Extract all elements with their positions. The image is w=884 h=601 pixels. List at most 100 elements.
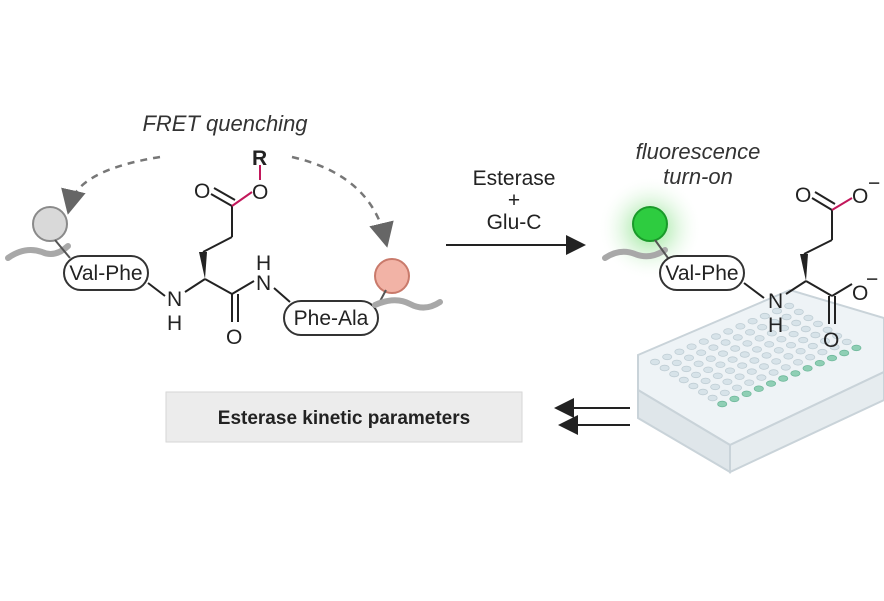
plate-well — [710, 383, 721, 391]
plate-well — [681, 365, 692, 373]
product-co-2 — [814, 191, 836, 205]
plate-well — [805, 354, 816, 361]
plate-well — [725, 367, 736, 374]
plate-wells — [650, 302, 862, 408]
bond-co-1 — [210, 193, 233, 207]
plate-well — [705, 355, 716, 362]
plate-well — [771, 358, 782, 365]
fluorescence-label: fluorescence — [636, 139, 761, 164]
product-o-minus-right: O — [852, 282, 868, 305]
plate-well — [759, 312, 770, 320]
plate-well — [795, 348, 806, 355]
product-bond-2 — [785, 280, 807, 295]
plate-well — [688, 382, 699, 390]
reagent-plus: + — [508, 189, 520, 212]
plate-well — [829, 343, 840, 351]
product-charge-right: − — [866, 268, 878, 291]
plate-well — [791, 319, 802, 327]
plate-well — [722, 378, 733, 385]
result-box-label: Esterase kinetic parameters — [218, 408, 470, 429]
atom-n-2: N — [256, 272, 271, 295]
plate-well — [793, 308, 804, 316]
ester-r-group: R — [252, 147, 267, 170]
plate-well — [739, 351, 750, 358]
donor-circle — [374, 258, 410, 294]
plate-well — [783, 353, 794, 360]
quencher-link — [54, 239, 71, 259]
atom-o-ester: O — [252, 181, 268, 204]
product-charge-top: − — [868, 172, 880, 195]
left-tether — [5, 243, 71, 261]
plate-well — [737, 362, 748, 369]
plate-well — [727, 356, 738, 363]
product-peptide-label: Val-Phe — [665, 262, 738, 285]
plate-well — [742, 340, 753, 347]
plate-well — [708, 344, 719, 351]
wedge-bond — [199, 252, 207, 279]
plate-well — [839, 349, 850, 357]
plate-well — [772, 307, 783, 315]
quencher-circle — [32, 206, 68, 242]
well-plate — [637, 288, 884, 474]
plate-well — [761, 352, 772, 359]
plate-well — [754, 335, 765, 342]
plate-well — [769, 318, 780, 326]
plate-well — [766, 380, 777, 387]
plate-well — [851, 344, 862, 352]
plate-well — [719, 389, 730, 397]
atom-o-amide: O — [226, 326, 242, 349]
peptide-right-label: Phe-Ala — [294, 307, 369, 330]
atom-n-1: N — [167, 288, 182, 311]
bond-3 — [202, 236, 233, 253]
plate-well — [778, 375, 789, 382]
reagent-gluc: Glu-C — [487, 211, 542, 234]
plate-well — [720, 339, 731, 346]
atom-o-carbonyl: O — [194, 180, 210, 203]
plate-well — [746, 368, 757, 375]
product-carboxylate-bond — [831, 197, 853, 211]
plate-well — [691, 371, 702, 379]
plate-well — [744, 379, 755, 386]
atom-h-2: H — [256, 252, 271, 275]
plate-well — [707, 394, 718, 402]
plate-well — [698, 388, 709, 396]
plate-well — [700, 377, 711, 385]
plate-well — [711, 333, 722, 340]
fret-quenching-label: FRET quenching — [142, 111, 308, 136]
plate-well — [686, 343, 697, 350]
plate-well — [669, 370, 680, 378]
plate-well — [712, 372, 723, 379]
plate-well — [814, 360, 825, 367]
plate-well — [800, 325, 811, 333]
plate-well — [757, 324, 768, 331]
plate-well — [798, 336, 809, 344]
product-co-1 — [811, 197, 833, 211]
plate-well — [678, 376, 689, 384]
plate-well — [820, 337, 831, 345]
plate-well — [732, 384, 743, 391]
plate-well — [756, 374, 767, 381]
plate-well — [749, 357, 760, 364]
plate-side-right — [729, 370, 884, 474]
plate-well — [752, 346, 763, 353]
bond-2 — [184, 278, 206, 293]
plate-well — [684, 354, 695, 361]
product-bond-1 — [743, 282, 765, 299]
product-wedge — [800, 254, 808, 281]
fluorophore-link — [654, 239, 669, 259]
plate-well — [753, 385, 764, 392]
plate-well — [730, 345, 741, 352]
product-bond-5 — [805, 280, 833, 297]
product-o-minus-top: O — [852, 185, 868, 208]
product-o-carbonyl: O — [795, 184, 811, 207]
plate-well — [784, 302, 795, 310]
fret-arc-right — [291, 155, 394, 248]
plate-well — [671, 359, 682, 367]
plate-well — [718, 350, 729, 357]
plate-well — [779, 324, 790, 332]
bond-6 — [231, 280, 255, 295]
plate-well — [703, 366, 714, 373]
plate-well — [781, 313, 792, 321]
